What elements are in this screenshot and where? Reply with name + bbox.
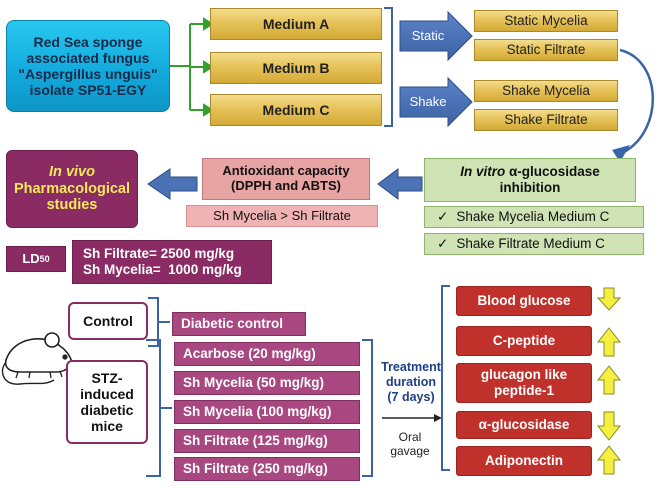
adiponectin-up-icon <box>596 445 622 475</box>
in-vivo-box: In vivo Pharmacological studies <box>6 150 138 228</box>
outcome-blood-glucose: Blood glucose <box>456 286 592 316</box>
outcome-adiponectin: Adiponectin <box>456 446 592 476</box>
route-line2: gavage <box>390 444 430 459</box>
blood-glucose-down-icon <box>596 287 622 311</box>
treatment-duration-line1: Treatment <box>381 360 441 374</box>
c-peptide-up-icon <box>596 327 622 357</box>
medium-c-box: Medium C <box>210 94 382 126</box>
source-line1: Red Sea sponge <box>33 33 143 50</box>
static-label: Static <box>411 28 445 43</box>
shake-mycelia-box: Shake Mycelia <box>474 80 618 102</box>
source-organism-box: Red Sea sponge associated fungus "Asperg… <box>6 20 170 112</box>
treatment-bracket <box>362 339 373 477</box>
in-vitro-italic: In vitro <box>460 164 506 180</box>
route-line1: Oral <box>398 430 422 444</box>
treatment-diabetic-control: Diabetic control <box>172 312 306 336</box>
medium-a-box: Medium A <box>210 8 382 40</box>
antioxidant-line2: (DPPH and ABTS) <box>230 178 342 193</box>
static-mycelia-box: Static Mycelia <box>474 10 618 32</box>
in-vivo-line3: studies <box>46 197 98 214</box>
shake-filtrate-box: Shake Filtrate <box>474 109 618 131</box>
outcome-glp1: glucagon like peptide-1 <box>456 363 592 403</box>
in-vivo-line1: In vivo <box>49 163 95 180</box>
static-filtrate-box: Static Filtrate <box>474 39 618 61</box>
treatment-duration-line2: duration <box>386 375 436 389</box>
in-vitro-line2: inhibition <box>499 180 561 195</box>
outcome-c-peptide: C-peptide <box>456 326 592 356</box>
treatment-duration-line3: (7 days) <box>387 390 435 404</box>
treatment-sh-filtrate-250: Sh Filtrate (250 mg/kg) <box>174 457 360 481</box>
ld50-values-box: Sh Filtrate= 2500 mg/kg Sh Mycelia= 1000… <box>72 240 272 284</box>
ld50-line2: Sh Mycelia= 1000 mg/kg <box>83 262 242 277</box>
source-line2: associated fungus <box>26 49 150 66</box>
antioxidant-box: Antioxidant capacity (DPPH and ABTS) <box>202 158 370 200</box>
treatment-sh-mycelia-50: Sh Mycelia (50 mg/kg) <box>174 371 360 395</box>
stz-line1: STZ- <box>91 369 123 386</box>
in-vitro-result-1-label: Shake Mycelia Medium C <box>456 209 610 225</box>
stz-line2: induced <box>80 385 134 402</box>
curved-arrow <box>612 48 654 162</box>
stz-line3: diabetic <box>80 402 134 418</box>
shake-label: Shake <box>409 94 447 109</box>
outcome-alpha-glucosidase: α-glucosidase <box>456 411 592 439</box>
medium-b-box: Medium B <box>210 52 382 84</box>
in-vitro-result-2-label: Shake Filtrate Medium C <box>456 236 605 252</box>
alpha-glucosidase-down-icon <box>596 411 622 441</box>
media-bracket <box>384 7 393 127</box>
stz-line4: mice <box>91 418 123 435</box>
treatment-duration-label: Treatment duration (7 days) <box>376 360 446 405</box>
route-label: Oral gavage <box>382 430 438 459</box>
in-vitro-result-1: ✓ Shake Mycelia Medium C <box>424 206 644 228</box>
source-to-media-arrows <box>170 17 214 117</box>
in-vivo-line2: Pharmacological <box>13 180 131 197</box>
source-line3: "Aspergillus unguis" <box>18 66 158 82</box>
invitro-to-antioxidant-arrow <box>377 168 423 200</box>
control-group-box: Control <box>68 302 148 340</box>
in-vitro-rest: α-glucosidase <box>505 164 600 180</box>
gavage-arrow <box>382 414 442 422</box>
treatment-sh-mycelia-100: Sh Mycelia (100 mg/kg) <box>174 400 360 424</box>
static-arrow <box>399 10 473 62</box>
in-vitro-result-2: ✓ Shake Filtrate Medium C <box>424 233 644 255</box>
antioxidant-result: Sh Mycelia > Sh Filtrate <box>186 205 378 227</box>
ld50-label: LD <box>22 250 40 266</box>
check-icon: ✓ <box>437 236 449 252</box>
antioxidant-to-invivo-arrow <box>147 168 198 200</box>
outcome-bracket <box>441 285 450 471</box>
in-vitro-box: In vitro α-glucosidase inhibition <box>424 158 636 202</box>
glp1-up-icon <box>596 365 622 395</box>
ld50-line1: Sh Filtrate= 2500 mg/kg <box>83 246 235 262</box>
stz-group-box: STZ- induced diabetic mice <box>66 360 148 444</box>
ld50-sub: 50 <box>39 253 50 264</box>
group-bracket <box>146 297 172 477</box>
shake-arrow <box>399 76 473 128</box>
antioxidant-line1: Antioxidant capacity <box>222 163 350 179</box>
source-line4: isolate SP51-EGY <box>29 82 147 99</box>
treatment-sh-filtrate-125: Sh Filtrate (125 mg/kg) <box>174 429 360 453</box>
check-icon: ✓ <box>437 209 449 225</box>
treatment-acarbose: Acarbose (20 mg/kg) <box>174 342 360 366</box>
